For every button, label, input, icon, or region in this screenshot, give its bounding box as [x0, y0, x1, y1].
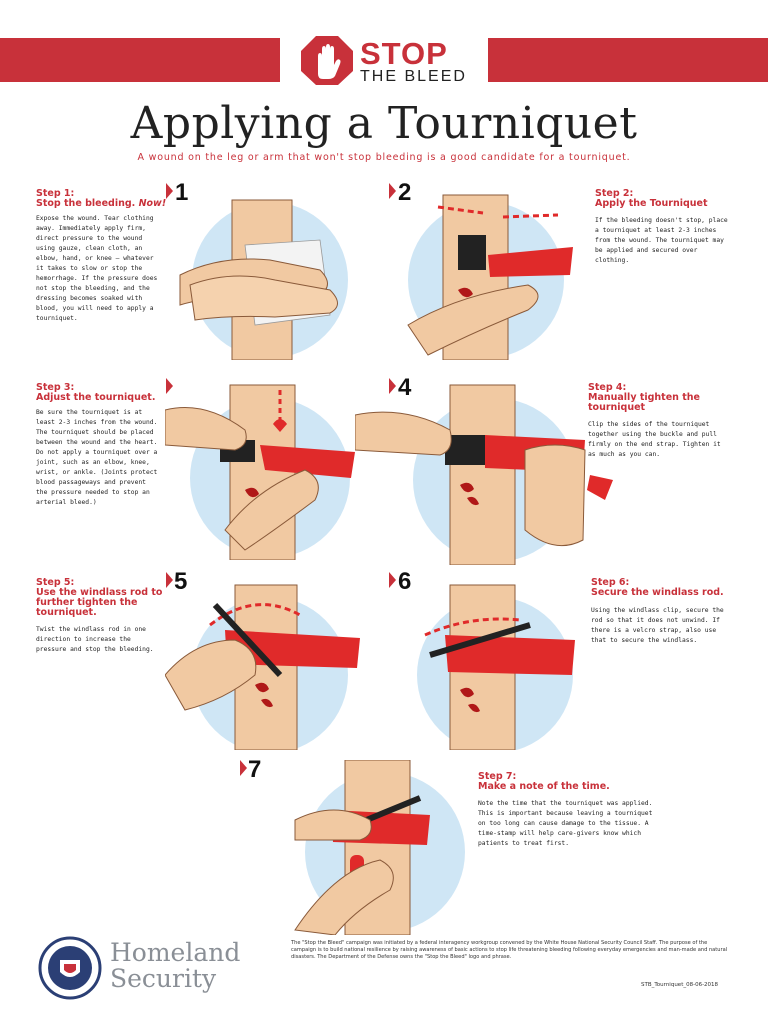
logo-bleed-text: THE BLEED: [360, 68, 467, 85]
step-5-heading: Step 5: Use the windlass rod to further …: [36, 577, 163, 618]
step-7-body: Note the time that the tourniquet was ap…: [478, 800, 653, 847]
campaign-note: The "Stop the Bleed" campaign was initia…: [291, 940, 728, 960]
step-1-heading: Step 1: Stop the bleeding. Now!: [36, 188, 167, 209]
step-3-illustration: [165, 384, 355, 560]
step-7-number: 7: [248, 756, 262, 783]
step-6-number: 6: [398, 568, 412, 595]
step-4-heading: Step 4: Manually tighten the tourniquet: [588, 382, 700, 413]
header-band-right: [488, 38, 768, 82]
step-3-body: Be sure the tourniquet is at least 2-3 i…: [36, 409, 158, 506]
step-2-number: 2: [398, 179, 412, 206]
step-2-illustration: [407, 194, 573, 360]
step-2-marker: [389, 183, 396, 199]
step-3-marker: [166, 378, 173, 394]
step-4-marker: [389, 378, 396, 394]
homeland-security-wordmark: Homeland Security: [110, 938, 241, 993]
step-5-number: 5: [174, 568, 188, 595]
step-4-illustration: [355, 384, 613, 565]
step-5-illustration: [165, 584, 360, 750]
step-4-number: 4: [398, 374, 412, 401]
step-6-illustration: [417, 584, 575, 750]
page-title: Applying a Tourniquet: [130, 98, 638, 149]
page-subtitle: A wound on the leg or arm that won't sto…: [137, 152, 631, 163]
stop-the-bleed-logo: STOP THE BLEED: [300, 34, 470, 86]
step-5-marker: [166, 572, 173, 588]
step-1-marker: [166, 183, 173, 199]
step-5-body: Twist the windlass rod in one direction …: [36, 626, 154, 653]
step-2-body: If the bleeding doesn't stop, place a to…: [595, 217, 728, 264]
step-7-heading: Step 7: Make a note of the time.: [478, 771, 610, 792]
step-6-body: Using the windlass clip, secure the rod …: [591, 607, 724, 644]
step-1-body: Expose the wound. Tear clothing away. Im…: [36, 215, 158, 322]
step-1-illustration: [179, 199, 348, 360]
step-2-heading: Step 2: Apply the Tourniquet: [595, 188, 708, 209]
step-7-marker: [240, 760, 247, 776]
step-4-body: Clip the sides of the tourniquet togethe…: [588, 421, 721, 458]
logo-stop-text: STOP: [360, 36, 448, 71]
file-stamp: STB_Tourniquet_08-06-2018: [641, 982, 719, 988]
step-6-heading: Step 6: Secure the windlass rod.: [591, 577, 724, 598]
header-band-left: [0, 38, 280, 82]
step-7-illustration: [294, 760, 465, 935]
stop-hand-icon: [301, 36, 353, 85]
step-6-marker: [389, 572, 396, 588]
step-1-number: 1: [175, 179, 189, 206]
step-3-heading: Step 3: Adjust the tourniquet.: [36, 382, 156, 403]
dhs-seal-icon: [38, 936, 102, 1000]
